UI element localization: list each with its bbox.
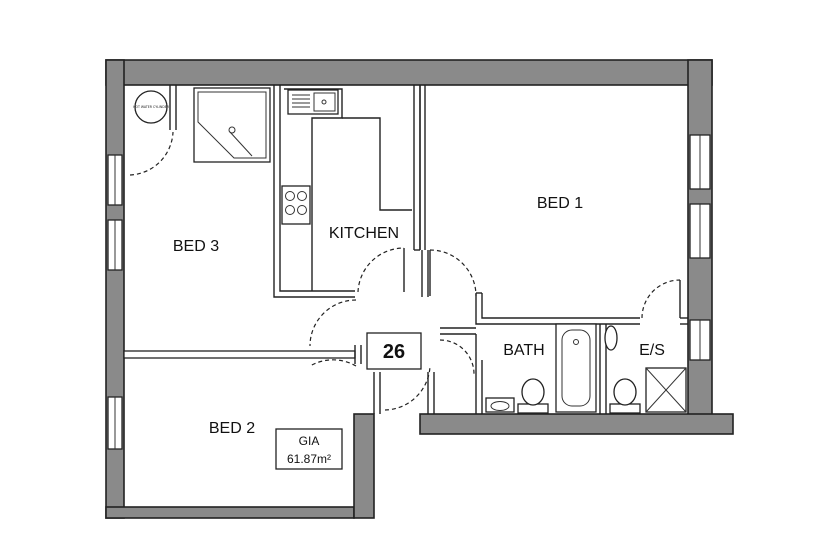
door-bath xyxy=(439,339,475,375)
unit-number-box xyxy=(366,332,422,370)
door-kitchen xyxy=(357,247,405,293)
room-labels: BED 1 BED 3 KITCHEN BATH E/S BED 2 xyxy=(173,195,665,437)
door-cupboard xyxy=(129,131,174,176)
unit-number-badge: 26 xyxy=(366,332,422,370)
bath-toilet-icon xyxy=(521,378,545,406)
room-label-bed2: BED 2 xyxy=(209,420,255,437)
room-label-bed3: BED 3 xyxy=(173,238,219,255)
wall-bed2-right xyxy=(353,413,375,519)
bath-basin-icon xyxy=(485,397,515,413)
room-label-bed1: BED 1 xyxy=(537,195,583,212)
wall-bed3-bed2 xyxy=(123,350,356,359)
door-swings xyxy=(129,131,681,411)
door-ensuite xyxy=(641,279,681,319)
wall-bottom-left-stub xyxy=(105,506,355,519)
room-label-ensuite: E/S xyxy=(639,342,665,359)
shower-tray-bed3 xyxy=(193,87,271,163)
unit-number: 26 xyxy=(383,341,405,363)
ensuite-basin-icon xyxy=(604,325,618,351)
wall-bottom-right xyxy=(419,413,734,435)
room-label-bath: BATH xyxy=(503,342,544,359)
door-bed1 xyxy=(429,249,477,297)
gia-box: GIA 61.87m² xyxy=(275,428,343,470)
windows xyxy=(107,134,711,450)
bathtub-icon xyxy=(555,323,597,413)
door-bed3 xyxy=(309,299,357,347)
door-bed2 xyxy=(309,359,357,367)
hot-water-cylinder-label: HOT WATER CYLINDER xyxy=(133,105,170,109)
hot-water-cylinder-icon xyxy=(134,90,168,124)
ensuite-toilet-icon xyxy=(613,378,637,406)
gia-label: GIA xyxy=(299,434,320,448)
gia-frame xyxy=(275,428,343,470)
door-entrance xyxy=(384,365,431,411)
wall-top xyxy=(105,59,713,86)
kitchen-hob-icon xyxy=(281,185,311,225)
fixtures: HOT WATER CYLINDER xyxy=(133,87,687,414)
kitchen-sink-icon xyxy=(287,89,339,115)
room-label-kitchen: KITCHEN xyxy=(329,225,399,242)
gia-value: 61.87m² xyxy=(287,452,331,466)
